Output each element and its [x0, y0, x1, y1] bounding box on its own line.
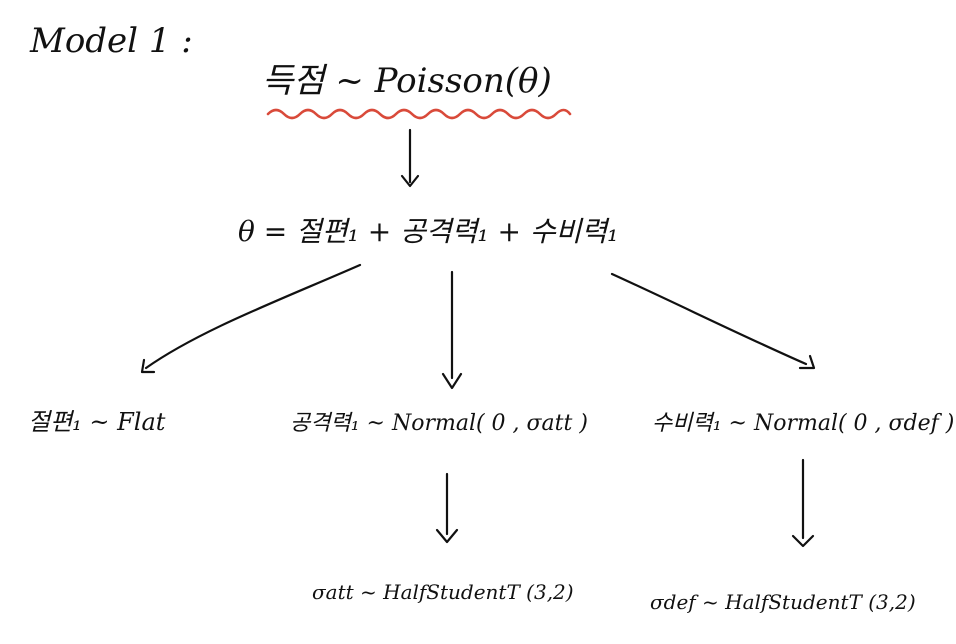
intercept-prior: 절편₁ ~ Flat — [28, 408, 166, 436]
defense-sigma-hyperprior: σdef ~ HalfStudentT (3,2) — [650, 590, 916, 614]
attack-sigma-hyperprior: σatt ~ HalfStudentT (3,2) — [312, 580, 574, 604]
theta-equation: θ = 절편₁ + 공격력₁ + 수비력₁ — [238, 215, 619, 248]
wavy-underline — [266, 108, 572, 120]
arrow-defense-to-sigma — [791, 458, 815, 548]
arrow-theta-to-intercept — [140, 263, 362, 374]
model-title: Model 1 : — [30, 21, 193, 61]
likelihood-formula: 득점 ~ Poisson(θ) — [262, 61, 552, 101]
arrow-likelihood-to-theta — [400, 128, 420, 188]
arrow-theta-to-attack — [441, 270, 463, 390]
defense-prior: 수비력₁ ~ Normal( 0 , σdef ) — [652, 411, 955, 436]
arrow-attack-to-sigma — [435, 472, 459, 544]
attack-prior: 공격력₁ ~ Normal( 0 , σatt ) — [290, 411, 588, 436]
arrow-theta-to-defense — [610, 272, 816, 370]
